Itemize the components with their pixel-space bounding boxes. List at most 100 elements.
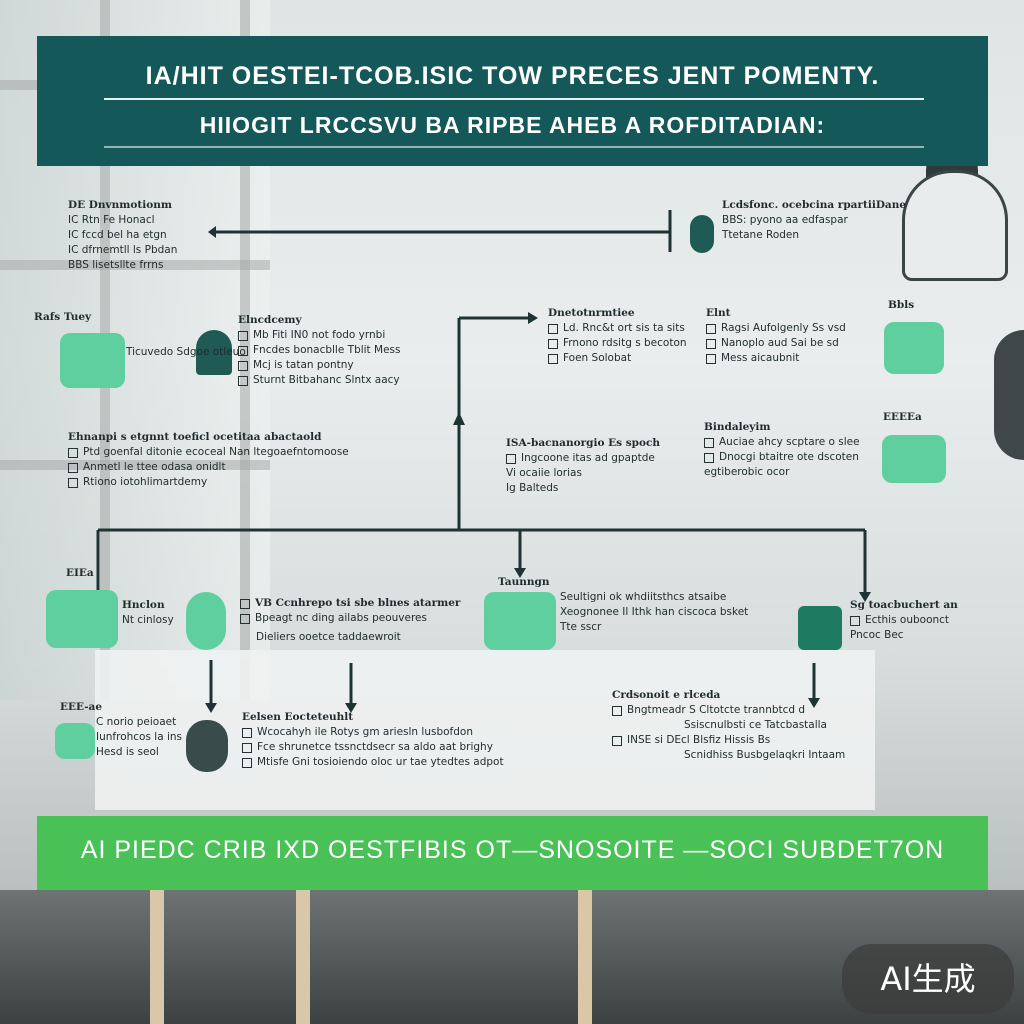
checkbox[interactable] bbox=[612, 735, 622, 746]
block-b18: Rafs Tuey bbox=[34, 310, 91, 325]
block-line: Pncoc Bec bbox=[850, 629, 904, 641]
block-b14: Crdsonoit e rlceda Bngtmeadr S Cltotcte … bbox=[612, 688, 845, 763]
block-line: egtiberobic ocor bbox=[704, 466, 790, 478]
checkbox[interactable] bbox=[238, 375, 248, 386]
checkbox[interactable] bbox=[238, 345, 248, 356]
checkbox[interactable] bbox=[706, 353, 716, 364]
device-icon bbox=[55, 723, 95, 759]
checkbox[interactable] bbox=[238, 330, 248, 341]
checkbox[interactable] bbox=[612, 705, 622, 716]
checkbox[interactable] bbox=[68, 447, 78, 458]
arrow-down-head bbox=[345, 703, 357, 713]
table-leg bbox=[296, 880, 310, 1024]
block-line: Frnono rdsitg s becoton bbox=[563, 337, 687, 349]
figure-icon bbox=[690, 215, 714, 253]
machine-icon bbox=[484, 592, 556, 650]
arrow-down-head bbox=[514, 568, 526, 578]
title-rule-2 bbox=[104, 146, 924, 148]
pendant-lamp bbox=[902, 170, 1008, 281]
checkbox[interactable] bbox=[548, 323, 558, 334]
checkbox[interactable] bbox=[68, 477, 78, 488]
checkbox[interactable] bbox=[240, 598, 250, 609]
block-line: Iunfrohcos la ins bbox=[96, 731, 183, 743]
block-line: Mtisfe Gni tosioiendo oloc ur tae ytedte… bbox=[257, 756, 504, 768]
block-line: Ecthis ouboonct bbox=[865, 614, 950, 626]
block-line: Fce shrunetce tssnctdsecr sa aldo aat br… bbox=[257, 741, 493, 753]
checkbox[interactable] bbox=[548, 353, 558, 364]
footer-banner: AI PIEDC CRIB IXD OESTFIBIS OT—SNOSOITE … bbox=[37, 816, 988, 890]
block-line: INSE si DEcl Blsfiz Hissis Bs bbox=[627, 734, 771, 746]
block-title: EEE-ae bbox=[60, 701, 103, 713]
person-icon bbox=[884, 322, 944, 374]
block-line: Rtiono iotohlimartdemy bbox=[83, 476, 208, 488]
block-b17: EEEEa bbox=[883, 410, 922, 425]
block-line: Anmetl le ttee odasa onidlt bbox=[83, 461, 226, 473]
block-line: Foen Solobat bbox=[563, 352, 632, 364]
block-b6: Ehnanpi s etgnnt toeficl ocetitaa abacta… bbox=[68, 430, 349, 490]
block-b2: Lcdsfonc. ocebcina rpartiiDane BBS: pyon… bbox=[722, 198, 906, 243]
arrow-up-head bbox=[453, 412, 465, 425]
table-leg bbox=[578, 880, 592, 1024]
block-line: Auciae ahcy scptare o slee bbox=[719, 436, 860, 448]
block-line: Bngtmeadr S Cltotcte trannbtcd d bbox=[627, 704, 806, 716]
block-title: Lcdsfonc. ocebcina rpartiiDane bbox=[722, 199, 907, 211]
block-line: Ragsi Aufolgenly Ss vsd bbox=[721, 322, 846, 334]
block-b15: EEE-ae C norio peioaet Iunfrohcos la ins… bbox=[60, 700, 182, 760]
block-b20: Ticuvedo Sdgoe otleuo bbox=[126, 345, 246, 360]
block-line: Ttetane Roden bbox=[722, 229, 800, 241]
figure-icon bbox=[196, 330, 232, 375]
wall-decoration bbox=[994, 330, 1024, 460]
block-title: Rafs Tuey bbox=[34, 311, 92, 323]
checkbox[interactable] bbox=[68, 462, 78, 473]
block-title: ISA-bacnanorgio Es spoch bbox=[506, 437, 660, 449]
block-line: Vi ocaiie lorias bbox=[506, 467, 582, 479]
checkbox[interactable] bbox=[850, 615, 860, 626]
checkbox[interactable] bbox=[706, 338, 716, 349]
checkbox[interactable] bbox=[238, 360, 248, 371]
block-b8: Bindaleyim Auciae ahcy scptare o slee Dn… bbox=[704, 420, 860, 480]
checkbox[interactable] bbox=[242, 757, 252, 768]
arrow-down-head bbox=[859, 592, 871, 602]
block-b11: Taunngn Seultigni ok whdiitsthcs atsaibe… bbox=[498, 575, 748, 635]
block-b19: Bbls bbox=[888, 298, 914, 313]
checkbox[interactable] bbox=[704, 437, 714, 448]
block-line: Tte sscr bbox=[560, 621, 602, 633]
person-icon bbox=[46, 590, 118, 648]
checkbox[interactable] bbox=[506, 453, 516, 464]
arrow-down-head bbox=[205, 703, 217, 713]
checkbox[interactable] bbox=[704, 452, 714, 463]
checkbox[interactable] bbox=[242, 742, 252, 753]
checkbox[interactable] bbox=[242, 727, 252, 738]
block-title: EIEa bbox=[66, 567, 94, 579]
checkbox[interactable] bbox=[240, 613, 250, 624]
block-b7: ISA-bacnanorgio Es spoch Ingcoone itas a… bbox=[506, 436, 660, 496]
block-line: IC Rtn Fe Honacl bbox=[68, 214, 155, 226]
blob-icon bbox=[186, 592, 226, 650]
ai-generated-badge: AI生成 bbox=[842, 944, 1014, 1014]
header-banner: IA/HIT OESTEI-TCOB.ISIC TOW PRECES JENT … bbox=[37, 36, 988, 166]
block-title: Elnt bbox=[706, 307, 731, 319]
block-title: Hnclon bbox=[122, 599, 165, 611]
block-title: EEEEa bbox=[883, 411, 922, 423]
title-rule-1 bbox=[104, 98, 924, 100]
block-line: Mcj is tatan pontny bbox=[253, 359, 354, 371]
footer-text: AI PIEDC CRIB IXD OESTFIBIS OT—SNOSOITE … bbox=[80, 836, 945, 864]
person-icon bbox=[60, 333, 125, 388]
block-line: BBS lisetsllte frrns bbox=[68, 259, 164, 271]
block-line: Ld. Rnc&t ort sis ta sits bbox=[563, 322, 685, 334]
block-title: Bbls bbox=[888, 299, 915, 311]
block-b13: Eelsen Eocteteuhlt Wcocahyh ile Rotys gm… bbox=[242, 710, 504, 770]
bag-icon bbox=[186, 720, 228, 772]
block-title: Crdsonoit e rlceda bbox=[612, 689, 721, 701]
block-title: VB Ccnhrepo tsi sbe blnes atarmer bbox=[255, 597, 461, 609]
block-title: Bindaleyim bbox=[704, 421, 771, 433]
block-line: Ticuvedo Sdgoe otleuo bbox=[126, 346, 246, 358]
checkbox[interactable] bbox=[706, 323, 716, 334]
block-b4: Dnetotnrmtiee Ld. Rnc&t ort sis ta sits … bbox=[548, 306, 687, 366]
block-line: Dieliers ooetce taddaewroit bbox=[256, 631, 401, 643]
block-title: DE Dnvnmotionm bbox=[68, 199, 172, 211]
block-line: BBS: pyono aa edfaspar bbox=[722, 214, 848, 226]
block-line: Nanoplo aud Sai be sd bbox=[721, 337, 839, 349]
checkbox[interactable] bbox=[548, 338, 558, 349]
